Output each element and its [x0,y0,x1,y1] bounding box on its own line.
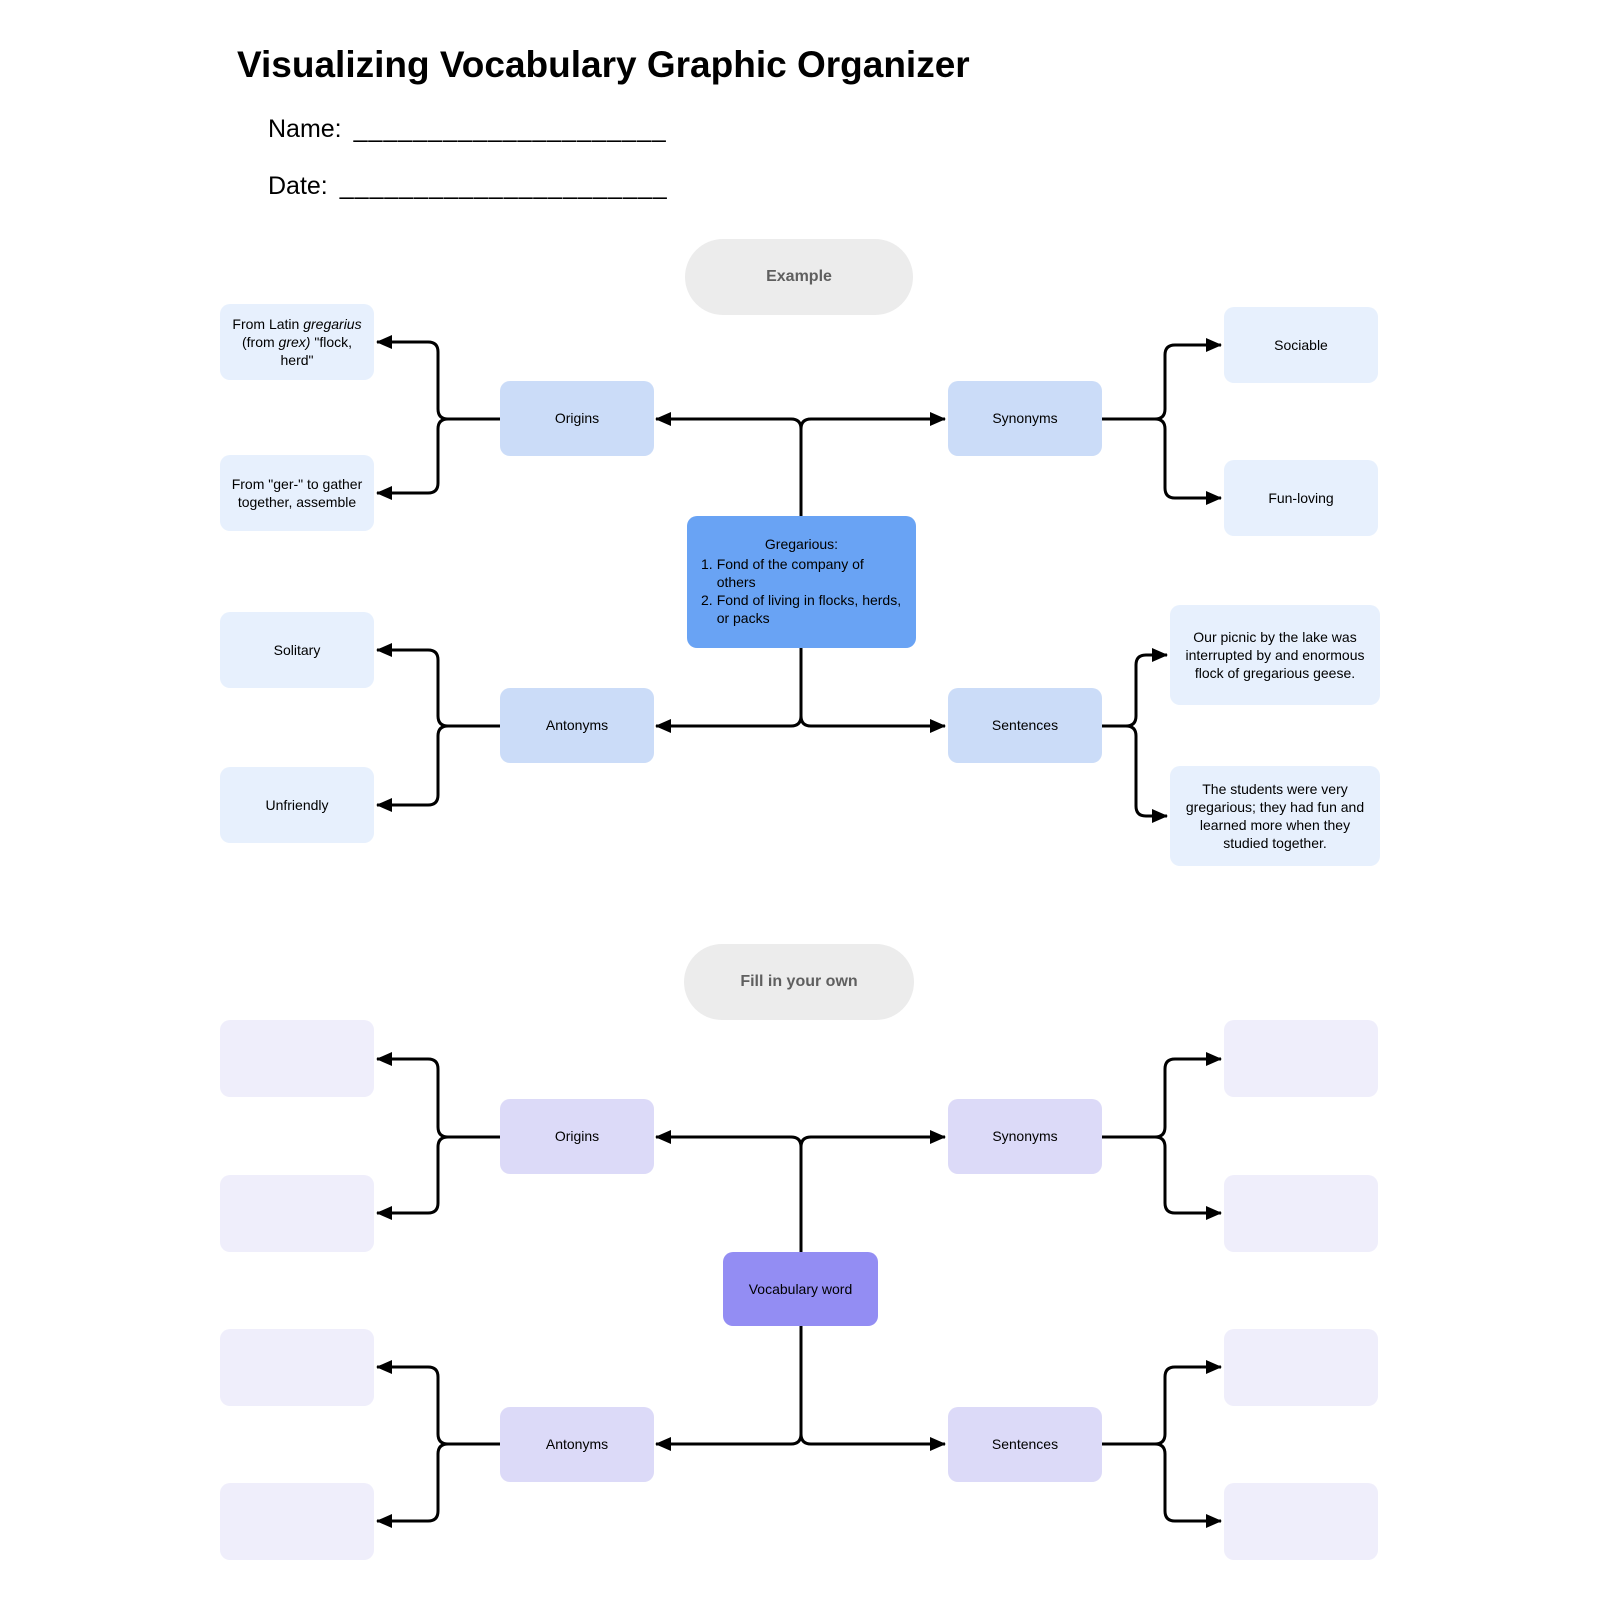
example-origin-detail-2: From "ger-" to gather together, assemble [220,455,374,531]
example-antonyms-box: Antonyms [500,688,654,763]
date-label: Date: [268,172,328,200]
example-sentences-box: Sentences [948,688,1102,763]
name-label: Name: [268,115,342,143]
fillin-antonyms-box: Antonyms [500,1407,654,1482]
fillin-synonym-blank-2[interactable] [1224,1175,1378,1252]
fillin-synonym-blank-1[interactable] [1224,1020,1378,1097]
example-origins-box: Origins [500,381,654,456]
example-term-box: Gregarious: 1. Fond of the company of ot… [687,516,916,648]
fillin-sentence-blank-2[interactable] [1224,1483,1378,1560]
example-sentence-2: The students were very gregarious; they … [1170,766,1380,866]
fillin-section-label: Fill in your own [740,973,858,990]
fillin-vocabulary-word-box[interactable]: Vocabulary word [723,1252,878,1326]
example-sentence-1: Our picnic by the lake was interrupted b… [1170,605,1380,705]
fillin-antonym-blank-2[interactable] [220,1483,374,1560]
example-antonym-2: Unfriendly [220,767,374,843]
name-row: Name: _____________________ [268,115,667,144]
date-blank-line: ______________________ [339,172,668,200]
name-blank-line: _____________________ [353,115,667,143]
example-antonym-1: Solitary [220,612,374,688]
example-synonym-1: Sociable [1224,307,1378,383]
fillin-origins-box: Origins [500,1099,654,1174]
fillin-origin-blank-2[interactable] [220,1175,374,1252]
example-definition-2: 2. Fond of living in flocks, herds, or p… [701,591,902,626]
fillin-origin-blank-1[interactable] [220,1020,374,1097]
page-title: Visualizing Vocabulary Graphic Organizer [237,44,970,85]
fillin-synonyms-box: Synonyms [948,1099,1102,1174]
fillin-section-pill: Fill in your own [684,944,914,1020]
example-term-title: Gregarious: [764,536,839,553]
example-section-label: Example [766,268,832,285]
fillin-sentences-box: Sentences [948,1407,1102,1482]
example-synonyms-box: Synonyms [948,381,1102,456]
example-section-pill: Example [685,239,913,315]
fillin-antonym-blank-1[interactable] [220,1329,374,1406]
date-row: Date: ______________________ [268,172,668,201]
example-synonym-2: Fun-loving [1224,460,1378,536]
fillin-sentence-blank-1[interactable] [1224,1329,1378,1406]
example-definition-1: 1. Fond of the company of others [701,556,864,591]
example-origin-detail-1: From Latin gregarius (from grex) "flock,… [220,304,374,380]
